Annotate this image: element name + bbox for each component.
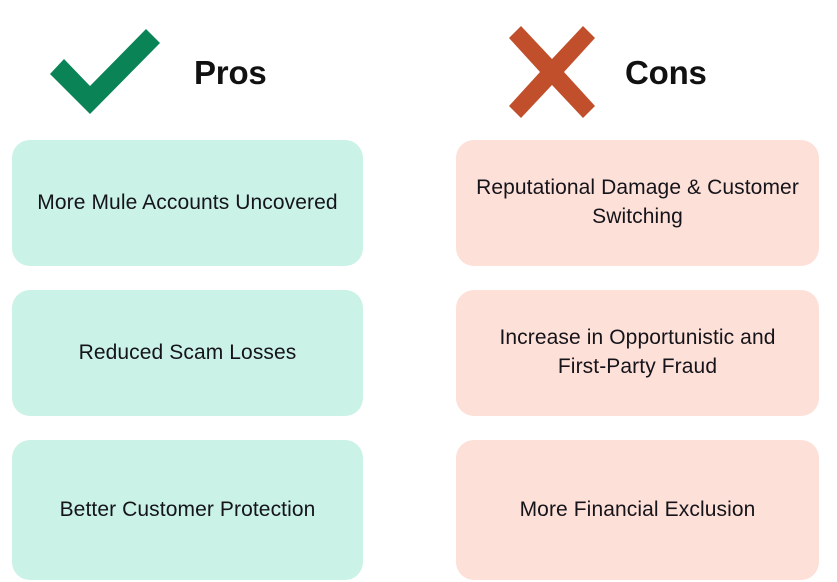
pros-card-stack: More Mule Accounts Uncovered Reduced Sca… (12, 140, 363, 582)
pros-header: Pros (12, 0, 363, 140)
cons-card-label: Reputational Damage & Customer Switching (476, 176, 799, 228)
pros-card-label: Reduced Scam Losses (78, 340, 297, 364)
pros-card-label: Better Customer Protection (59, 497, 316, 521)
cons-card-stack: Reputational Damage & Customer Switching… (456, 140, 819, 582)
pros-card: Reduced Scam Losses (12, 290, 363, 416)
pros-column: Pros More Mule Accounts Uncovered Reduce… (12, 0, 363, 582)
pros-title: Pros (194, 53, 267, 91)
pros-card-label: More Mule Accounts Uncovered (37, 190, 338, 214)
check-icon (50, 29, 160, 114)
cons-column: Cons Reputational Damage & Customer Swit… (452, 0, 837, 582)
cons-header: Cons (456, 0, 819, 140)
cons-card-label: More Financial Exclusion (519, 497, 756, 521)
cons-card: More Financial Exclusion (456, 440, 819, 580)
cons-card: Reputational Damage & Customer Switching (456, 140, 819, 266)
cons-title: Cons (625, 53, 707, 91)
pros-card: Better Customer Protection (12, 440, 363, 580)
pros-card: More Mule Accounts Uncovered (12, 140, 363, 266)
cross-icon (509, 26, 595, 118)
cons-card: Increase in Opportunistic and First-Part… (456, 290, 819, 416)
cons-card-label: Increase in Opportunistic and First-Part… (499, 326, 776, 378)
